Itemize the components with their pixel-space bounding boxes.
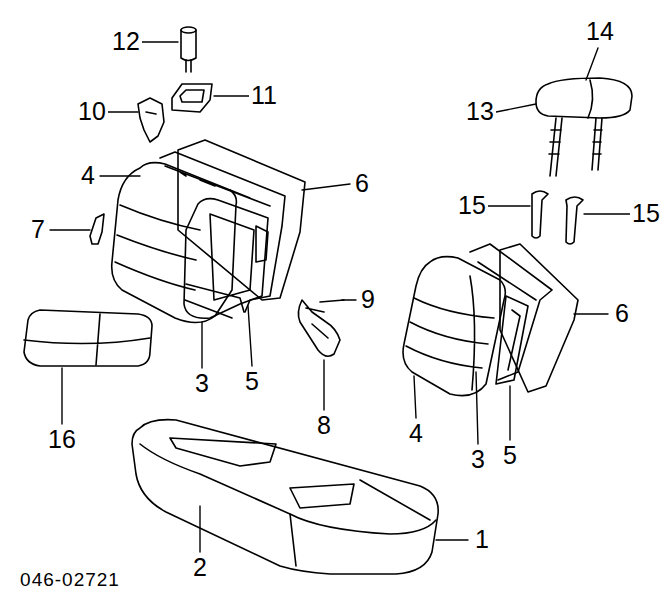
- callout-number: 5: [501, 442, 519, 470]
- callout-number: 6: [613, 300, 631, 328]
- callout-number: 7: [29, 216, 47, 244]
- seat-cushion: [132, 420, 438, 574]
- headrest-guide: [532, 191, 548, 238]
- headrest: [536, 78, 632, 118]
- callout-number: 3: [469, 446, 487, 474]
- callout-number: 8: [315, 412, 333, 440]
- callout-number: 2: [191, 554, 209, 582]
- callout-number: 15: [630, 200, 662, 228]
- callout-number: 4: [79, 162, 97, 190]
- seatback-cushion: [403, 257, 505, 396]
- pin-part: [181, 27, 196, 72]
- callout-number: 15: [456, 192, 488, 220]
- callout-number: 12: [110, 28, 142, 56]
- armrest-part: [24, 310, 152, 366]
- callout-number: 16: [46, 426, 78, 454]
- callout-number: 11: [249, 82, 279, 110]
- callout-number: 10: [76, 98, 108, 126]
- strap-part: [298, 300, 344, 356]
- armrest-frame: [184, 199, 268, 319]
- back-panel: [178, 140, 305, 300]
- callout-number: 5: [243, 368, 261, 396]
- bezel-part: [172, 84, 212, 112]
- callout-number: 6: [353, 170, 371, 198]
- clip-part: [138, 98, 164, 142]
- seatback-frame: [160, 152, 285, 312]
- callout-number: 1: [473, 526, 491, 554]
- diagram-code: 046-02721: [18, 570, 122, 591]
- callout-number: 3: [193, 370, 211, 398]
- callout-number: 14: [584, 18, 616, 46]
- callout-number: 9: [359, 286, 377, 314]
- leader-line: [50, 42, 632, 552]
- callout-number: 4: [407, 420, 425, 448]
- clip-part: [90, 214, 104, 244]
- callout-number: 13: [464, 98, 496, 126]
- back-panel: [500, 244, 578, 392]
- headrest-guide: [566, 197, 583, 244]
